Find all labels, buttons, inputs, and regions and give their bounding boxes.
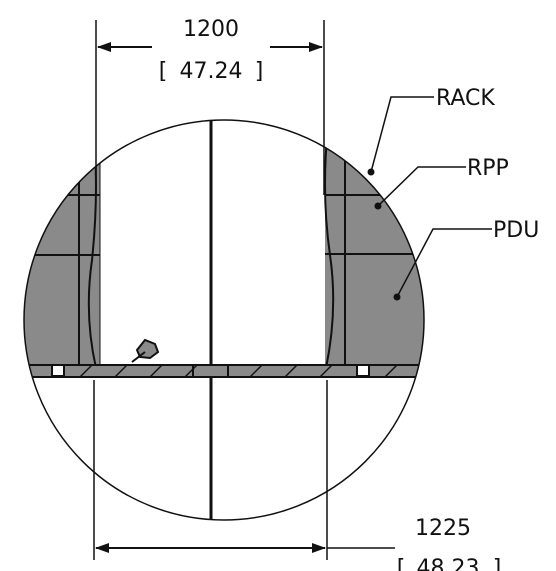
left-equipment — [24, 120, 100, 368]
top-dimension-mm: 1200 — [183, 17, 239, 42]
callout-rack-label: RACK — [436, 86, 495, 111]
detail-circle — [23, 119, 425, 521]
floor-node-left — [51, 364, 65, 377]
extension-lines — [93, 20, 328, 560]
callout-rpp: RPP — [374, 156, 509, 210]
top-dimension: 1200 [ 47.24 ] — [97, 17, 323, 84]
top-dimension-bracket-left: [ — [159, 59, 168, 84]
callout-rack: RACK — [367, 86, 495, 176]
bottom-dimension: 1225 [ 48.23 ] — [95, 516, 502, 571]
bottom-dimension-mm: 1225 — [415, 516, 471, 541]
top-dimension-bracket-right: ] — [255, 59, 264, 84]
bottom-dimension-inch: 48.23 — [417, 556, 480, 571]
top-dimension-inch: 47.24 — [180, 59, 243, 84]
bottom-dimension-bracket-right: ] — [493, 556, 502, 571]
floor-node-right — [356, 364, 370, 377]
bracket-symbol — [131, 338, 160, 363]
callout-pdu-label: PDU — [493, 218, 539, 243]
callout-rpp-label: RPP — [467, 156, 509, 181]
floor-hatching — [79, 364, 398, 378]
bottom-dimension-bracket-left: [ — [397, 556, 406, 571]
callout-pdu: PDU — [393, 218, 539, 301]
